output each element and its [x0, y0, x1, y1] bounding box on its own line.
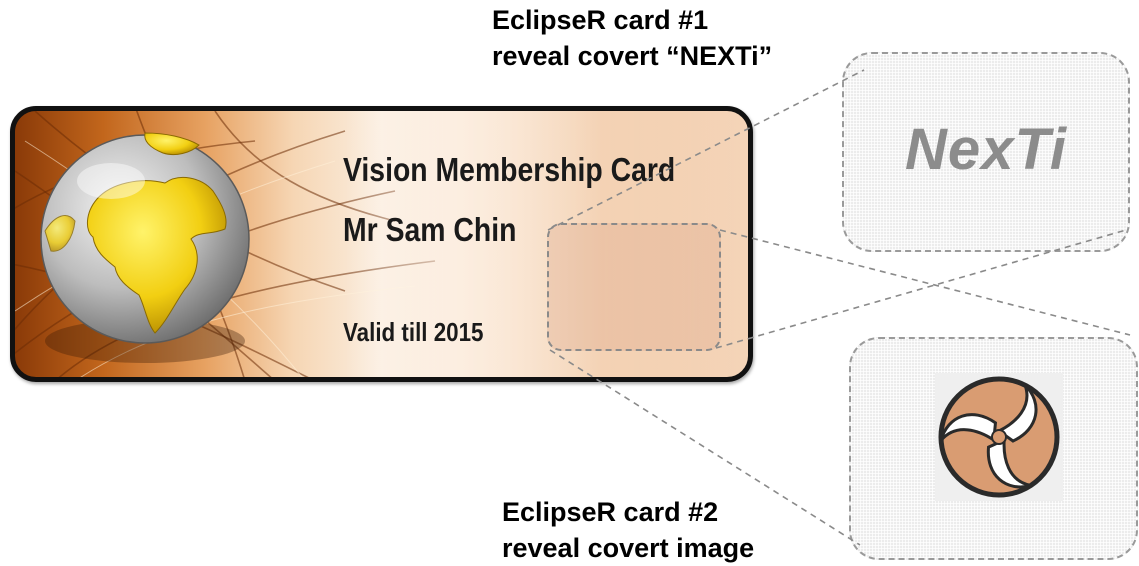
covert-area	[547, 223, 721, 351]
triple-swirl-logo-icon	[935, 373, 1063, 501]
caption-card-2-subtitle: reveal covert image	[502, 533, 755, 563]
card-holder-name: Mr Sam Chin	[343, 211, 517, 248]
globe-icon	[40, 132, 250, 363]
caption-card-2-title: EclipseR card #2	[502, 497, 719, 527]
covert-text: NexTi	[905, 117, 1067, 182]
reveal-panel-text: NexTi	[842, 52, 1130, 252]
card-artwork	[15, 111, 748, 377]
card-title: Vision Membership Card	[343, 151, 676, 188]
caption-card-2: EclipseR card #2 reveal covert image	[502, 494, 754, 566]
caption-card-1: EclipseR card #1 reveal covert “NEXTi”	[492, 2, 772, 74]
membership-card: Vision Membership Card Mr Sam Chin Valid…	[10, 106, 753, 382]
caption-card-1-subtitle: reveal covert “NEXTi”	[492, 41, 773, 71]
reveal-panel-image	[849, 337, 1138, 560]
caption-card-1-title: EclipseR card #1	[492, 5, 709, 35]
card-validity: Valid till 2015	[343, 317, 484, 347]
